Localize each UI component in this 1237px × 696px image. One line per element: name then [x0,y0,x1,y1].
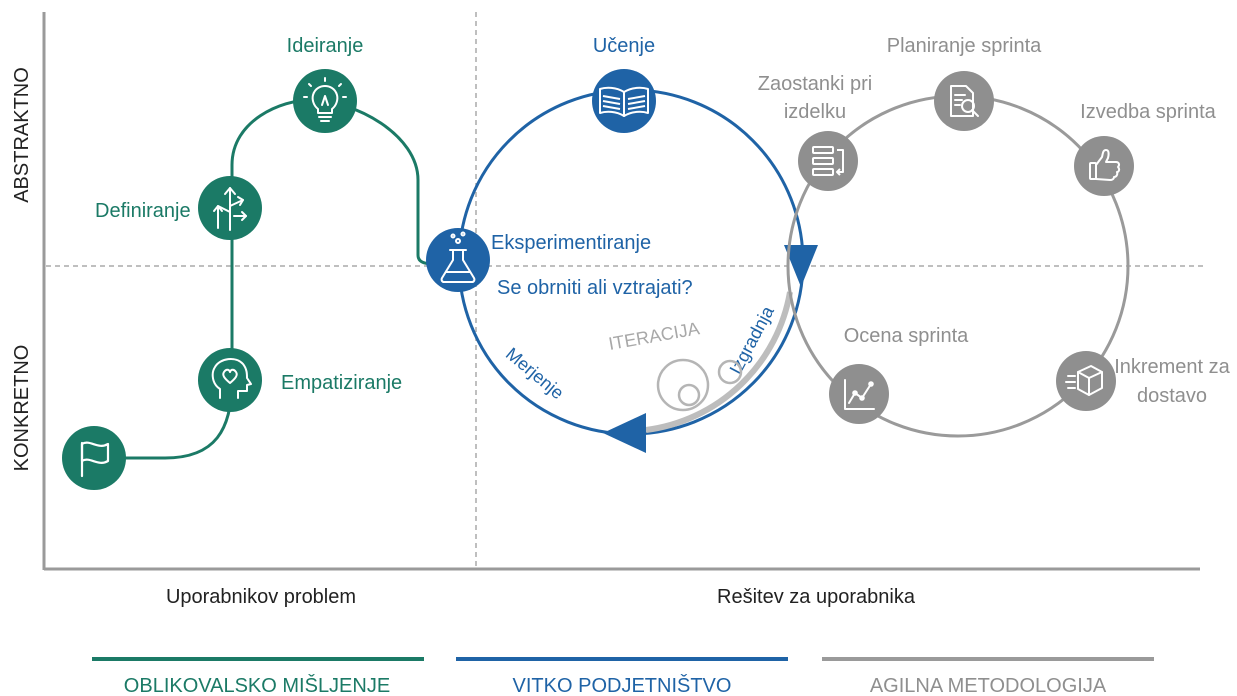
lightbulb-icon [303,77,347,122]
sprint-execution-node-circle [1074,136,1134,196]
learn-node: Učenje [592,35,656,133]
ideate-node: Ideiranje [287,35,364,133]
increment-label-2: dostavo [1137,385,1207,407]
define-node: Definiranje [95,176,262,240]
axes [42,12,1205,571]
lean-startup-cycle [457,88,805,436]
increment-node: Inkrement za dostavo [1056,351,1231,411]
empathize-node: Empatiziranje [198,348,402,412]
sprint-planning-node: Planiranje sprinta [887,35,1042,131]
empathize-label: Empatiziranje [281,372,402,394]
cycle-arrow-right [784,245,818,287]
ideate-label: Ideiranje [287,35,364,57]
legend: OBLIKOVALSKO MIŠLJENJE VITKO PODJETNIŠTV… [92,657,1154,696]
design-thinking-path [95,98,451,460]
direction-arrows-icon [213,187,247,231]
legend-label-design-thinking: OBLIKOVALSKO MIŠLJENJE [124,674,390,696]
flag-node-circle [62,426,126,490]
empathize-node-circle [198,348,262,412]
x-axis-right-label: Rešitev za uporabnika [717,586,916,608]
sprint-review-label: Ocena sprinta [844,325,969,347]
flask-icon [440,231,476,283]
experiment-node-circle [426,228,490,292]
pivot-question: Se obrniti ali vztrajati? [497,277,693,299]
product-backlog-label-2: izdelku [784,101,846,123]
sprint-execution-node: Izvedba sprinta [1074,101,1217,196]
y-axis-top-label: ABSTRAKTNO [11,67,33,203]
iteration-bubbles [656,358,743,412]
flag-icon [80,441,110,478]
measure-label: Merjenje [502,344,568,404]
thumbs-up-icon [1089,149,1121,181]
iteration-label: ITERACIJA [607,318,701,354]
sprint-planning-label: Planiranje sprinta [887,35,1042,57]
product-backlog-label-1: Zaostanki pri [758,73,873,95]
learn-label: Učenje [593,35,655,57]
document-search-icon [950,85,979,117]
product-backlog-node: Zaostanki pri izdelku [758,73,873,191]
sprint-execution-label: Izvedba sprinta [1080,101,1217,123]
book-icon [599,86,649,117]
build-arc-shadow [645,291,793,433]
head-heart-icon [211,358,252,399]
sprint-review-node-circle [829,364,889,424]
define-label: Definiranje [95,200,191,222]
legend-label-lean-startup: VITKO PODJETNIŠTVO [513,674,732,696]
package-icon [1065,365,1103,396]
increment-label-1: Inkrement za [1114,356,1230,378]
y-axis-bottom-label: KONKRETNO [11,345,33,472]
product-backlog-node-circle [798,131,858,191]
x-axis-left-label: Uporabnikov problem [166,586,356,608]
cycle-arrow-bottom [603,413,646,453]
experiment-node: Eksperimentiranje [426,228,651,292]
increment-node-circle [1056,351,1116,411]
sprint-review-node: Ocena sprinta [829,325,969,424]
flag-node [62,426,126,490]
backlog-list-icon [812,146,844,176]
chart-icon [844,379,875,410]
legend-label-agile: AGILNA METODOLOGIJA [870,675,1107,696]
build-label: Izgradnja [725,302,778,378]
experiment-label: Eksperimentiranje [491,232,651,254]
